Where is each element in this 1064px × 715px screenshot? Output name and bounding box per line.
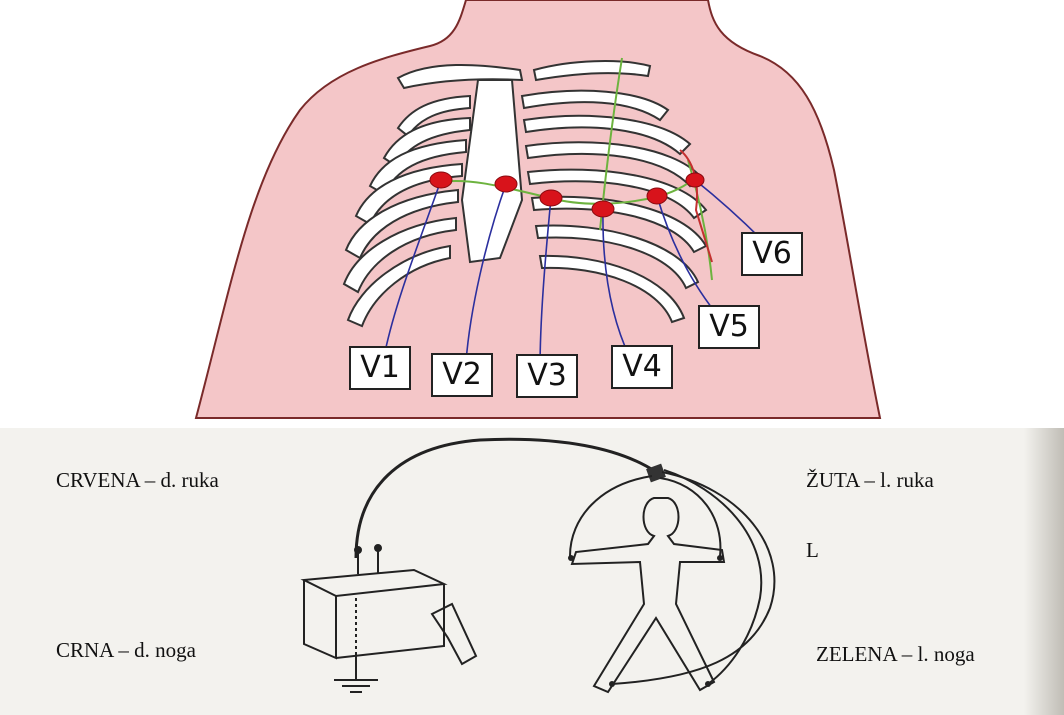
electrode-v1 [430,172,452,188]
ground-symbol-icon [334,656,378,692]
electrode-v4 [592,201,614,217]
ecg-machine-icon [304,545,476,664]
limb-clips [568,555,723,687]
electrode-v6 [686,173,704,187]
electrode-v2 [495,176,517,192]
label-left-leg: ZELENA – l. noga [816,642,975,667]
human-figure-icon [572,498,724,692]
label-marker-l: L [806,538,819,563]
label-right-arm: CRVENA – d. ruka [56,468,219,493]
label-left-arm: ŽUTA – l. ruka [806,468,934,493]
lead-label-v1: V1 [349,346,411,390]
chest-lead-diagram: V1 V2 V3 V4 V5 V6 [0,0,1064,428]
limb-lead-diagram: CRVENA – d. ruka ŽUTA – l. ruka L CRNA –… [0,428,1064,715]
lead-label-v4: V4 [611,345,673,389]
lead-label-v6: V6 [741,232,803,276]
lead-label-v2: V2 [431,353,493,397]
lead-label-v5: V5 [698,305,760,349]
electrode-v3 [540,190,562,206]
electrode-v5 [647,188,667,204]
limb-cables [570,470,774,684]
lead-label-v3: V3 [516,354,578,398]
main-cable [356,439,656,558]
label-right-leg: CRNA – d. noga [56,638,196,663]
